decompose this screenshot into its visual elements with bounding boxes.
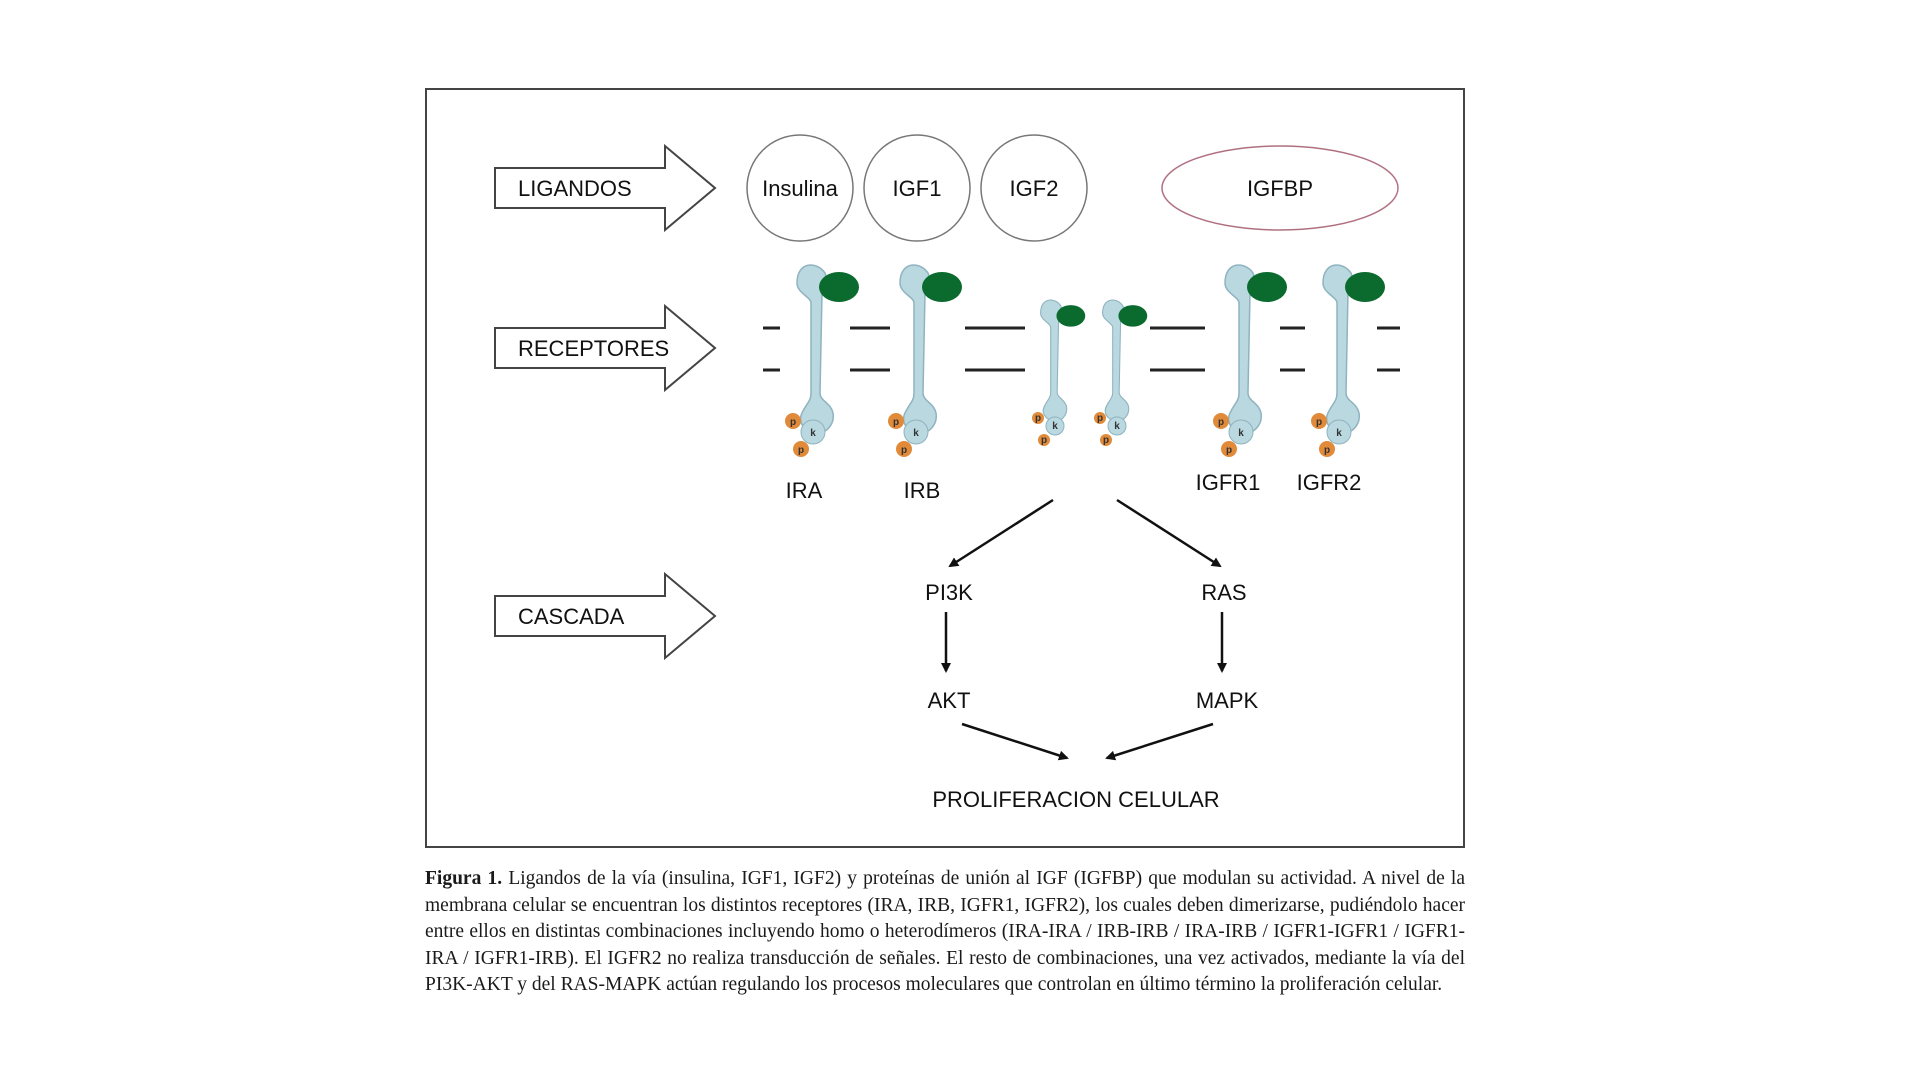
kinase-domain	[903, 419, 929, 445]
ligand-igf2: IGF2	[980, 134, 1088, 242]
phospho-site	[1221, 441, 1237, 457]
receptor-label-igfr2: IGFR2	[1297, 470, 1362, 495]
phospho-site	[888, 413, 904, 429]
figure-frame	[425, 88, 1465, 848]
caption-label: Figura 1.	[425, 868, 503, 889]
ligand-igf1: IGF1	[863, 134, 971, 242]
phospho-site	[1213, 413, 1229, 429]
kinase-label: k	[913, 428, 919, 439]
arrow-to-pi3k	[948, 498, 1054, 568]
kinase-domain	[800, 419, 826, 445]
kinase-label: k	[1238, 428, 1244, 439]
ligand-label-igf1: IGF1	[893, 176, 942, 201]
arrow-mapk-proliferation	[1105, 722, 1214, 761]
row-arrow-ligandos: LIGANDOS	[494, 143, 717, 233]
receptor-dimer-small: p p k p p k	[1032, 299, 1148, 446]
cascade-arrows	[941, 498, 1227, 761]
phospho-label: p	[1324, 445, 1330, 456]
phospho-label: p	[798, 445, 804, 456]
cell-membrane	[763, 326, 1400, 372]
phospho-label: p	[1103, 435, 1109, 446]
phospho-label: p	[901, 445, 907, 456]
phospho-label: p	[1041, 435, 1047, 446]
caption-text: Ligandos de la vía (insulina, IGF1, IGF2…	[425, 868, 1466, 995]
phospho-label: p	[1316, 417, 1322, 428]
phospho-site	[1319, 441, 1335, 457]
label-ligandos: LIGANDOS	[518, 176, 632, 201]
arrow-akt-proliferation	[961, 722, 1069, 761]
phospho-label: p	[1035, 413, 1041, 424]
label-receptores: RECEPTORES	[518, 336, 669, 361]
phospho-site	[1032, 412, 1044, 424]
phospho-site	[785, 413, 801, 429]
receptor-label-igfr1: IGFR1	[1196, 470, 1261, 495]
phospho-site	[896, 441, 912, 457]
row-arrow-cascada: CASCADA	[494, 571, 717, 661]
igfbp-label: IGFBP	[1247, 176, 1313, 201]
ligand-label-igf2: IGF2	[1010, 176, 1059, 201]
phospho-site	[1038, 434, 1050, 446]
node-proliferacion: PROLIFERACION CELULAR	[932, 787, 1219, 812]
phospho-site	[1100, 434, 1112, 446]
label-cascada: CASCADA	[518, 604, 625, 629]
phospho-label: p	[1097, 413, 1103, 424]
ligand-insulina: Insulina	[746, 134, 854, 242]
kinase-domain	[1107, 416, 1127, 436]
phospho-label: p	[790, 417, 796, 428]
node-ras: RAS	[1201, 580, 1246, 605]
kinase-domain	[1045, 416, 1065, 436]
arrow-to-ras	[1116, 498, 1222, 568]
binding-protein-igfbp: IGFBP	[1161, 145, 1399, 231]
kinase-domain	[1228, 419, 1254, 445]
kinase-label: k	[1336, 428, 1342, 439]
pathway-diagram: LIGANDOS RECEPTORES CASCADA Insulina IGF…	[425, 88, 1465, 848]
kinase-label: k	[810, 428, 816, 439]
row-arrow-receptores: RECEPTORES	[494, 303, 717, 393]
receptor-igfr1: p p k	[1213, 264, 1288, 457]
figure-caption: Figura 1. Ligandos de la vía (insulina, …	[425, 866, 1465, 999]
phospho-site	[1311, 413, 1327, 429]
phospho-label: p	[893, 417, 899, 428]
node-akt: AKT	[928, 688, 971, 713]
node-pi3k: PI3K	[925, 580, 973, 605]
ligand-label-insulina: Insulina	[762, 176, 839, 201]
receptor-irb: p p k	[888, 264, 963, 457]
kinase-domain	[1326, 419, 1352, 445]
phospho-site	[1094, 412, 1106, 424]
node-mapk: MAPK	[1196, 688, 1259, 713]
receptor-label-ira: IRA	[786, 478, 823, 503]
kinase-label: k	[1114, 421, 1120, 432]
phospho-label: p	[1218, 417, 1224, 428]
pathway-figure: LIGANDOS RECEPTORES CASCADA Insulina IGF…	[425, 88, 1465, 848]
phospho-label: p	[1226, 445, 1232, 456]
receptor-ira: p p k	[785, 264, 860, 457]
receptor-igfr2: p p k	[1311, 264, 1386, 457]
phospho-site	[793, 441, 809, 457]
kinase-label: k	[1052, 421, 1058, 432]
receptor-label-irb: IRB	[904, 478, 941, 503]
